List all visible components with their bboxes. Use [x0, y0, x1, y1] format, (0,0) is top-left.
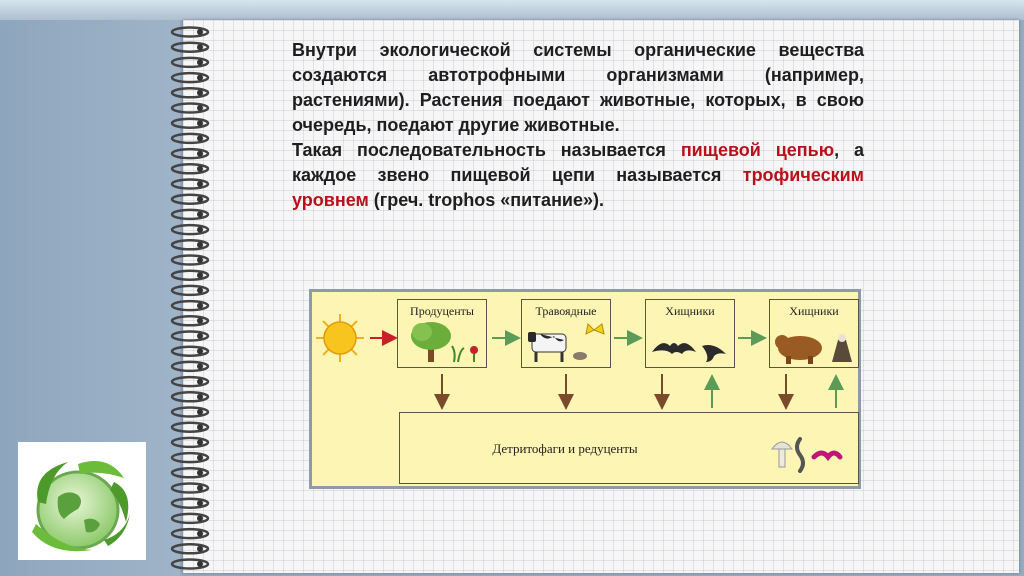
binding-ring	[170, 239, 210, 251]
binding-ring	[170, 223, 210, 236]
globe-leaves-icon	[32, 461, 130, 552]
binding-ring	[170, 497, 210, 509]
binding-ring	[170, 208, 210, 221]
binding-ring	[170, 163, 210, 175]
binding-ring	[170, 102, 210, 114]
binding-ring	[170, 132, 210, 145]
binding-ring	[170, 360, 210, 373]
binding-ring	[170, 527, 210, 540]
text-segment: Такая последовательность называется	[292, 140, 681, 160]
tree-flower-icon	[411, 322, 478, 363]
bat-bird-icon	[652, 343, 726, 362]
binding-ring	[170, 269, 210, 281]
level-label: Травоядные	[535, 304, 597, 318]
decomposers-label: Детритофаги и редуценты	[492, 441, 638, 456]
binding-ring	[170, 330, 210, 342]
diagram-arrows	[316, 314, 844, 410]
food-chain-diagram: Продуценты Травоядные	[309, 289, 861, 489]
binding-ring	[170, 543, 210, 555]
binding-ring	[170, 299, 210, 312]
binding-ring	[170, 375, 210, 388]
binding-ring	[170, 26, 210, 38]
cow-mouse-butterfly-icon	[528, 322, 605, 362]
text-block: Внутри экологической системы органически…	[292, 38, 864, 213]
spiral-binding	[170, 26, 210, 570]
level-predators: Хищники	[645, 299, 735, 368]
bear-eagle-icon	[775, 334, 852, 364]
binding-ring	[170, 451, 210, 464]
paragraph-food-chain: Такая последовательность называется пище…	[292, 138, 864, 213]
binding-ring	[170, 254, 210, 266]
binding-ring	[170, 56, 210, 69]
sun-icon	[316, 314, 364, 362]
level-label: Продуценты	[410, 304, 474, 318]
binding-ring	[170, 284, 210, 297]
term-food-chain: пищевой цепью	[680, 140, 835, 160]
binding-ring	[170, 345, 210, 357]
binding-ring	[170, 315, 210, 327]
text-segment: , а каждое звено пищевой цепи называется	[292, 140, 865, 185]
slide-top-bar	[0, 0, 1024, 20]
binding-ring	[170, 512, 210, 525]
binding-ring	[170, 117, 210, 129]
level-producers: Продуценты	[397, 299, 487, 368]
binding-ring	[170, 467, 210, 479]
binding-ring	[170, 71, 210, 84]
term-trophic-level: трофическим уровнем	[292, 165, 864, 210]
text-segment: (греч. trophos «питание»).	[368, 190, 605, 210]
binding-ring	[170, 193, 210, 205]
paragraph-ecosystem: Внутри экологической системы органически…	[292, 40, 864, 135]
level-top-predators: Хищники	[769, 299, 859, 368]
binding-ring	[170, 436, 210, 449]
eco-globe-logo	[18, 442, 146, 560]
level-herbivores: Травоядные	[521, 299, 611, 368]
binding-ring	[170, 87, 210, 99]
binding-ring	[170, 421, 210, 433]
level-label: Хищники	[665, 304, 715, 318]
binding-ring	[170, 41, 210, 53]
mushroom-worm-icon	[771, 437, 843, 473]
level-label: Хищники	[789, 304, 839, 318]
binding-ring	[170, 558, 210, 570]
decomposers-box: Детритофаги и редуценты	[399, 412, 859, 484]
binding-ring	[170, 178, 210, 190]
binding-ring	[170, 147, 210, 160]
binding-ring	[170, 482, 210, 494]
binding-ring	[170, 391, 210, 403]
binding-ring	[170, 406, 210, 418]
